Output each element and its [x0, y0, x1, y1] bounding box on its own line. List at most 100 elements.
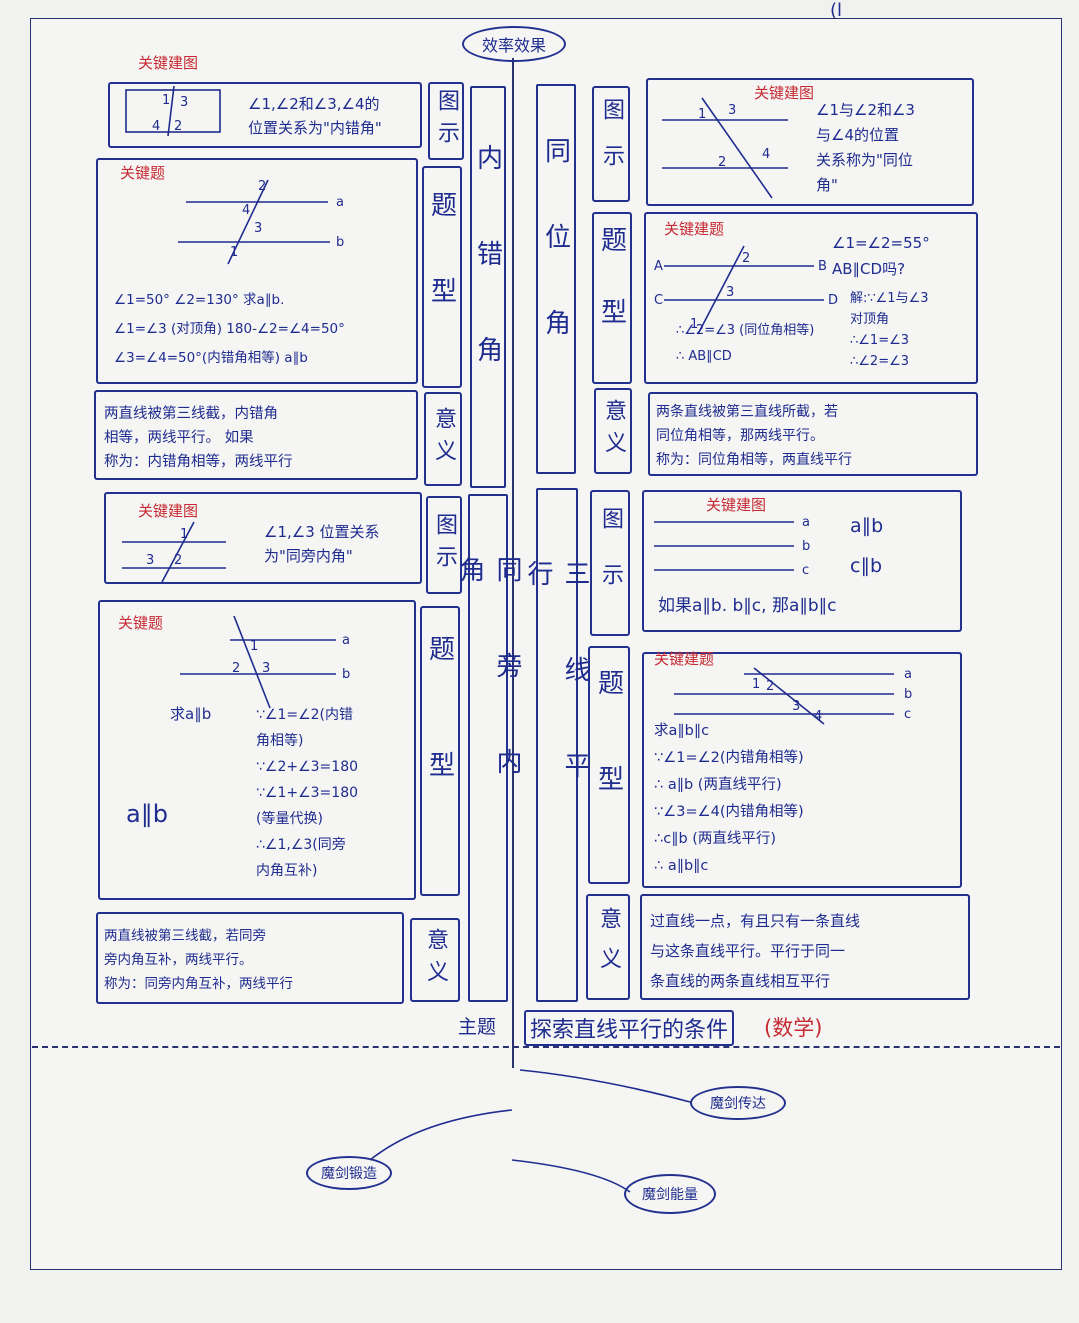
svg-text:3: 3 — [254, 221, 262, 236]
svg-text:1: 1 — [180, 527, 188, 542]
svg-text:3: 3 — [146, 553, 154, 568]
key-question-label: 关键题 — [118, 614, 164, 632]
key-diagram-label: 关键建图 — [754, 84, 815, 102]
svg-text:a: a — [802, 515, 810, 530]
corr-question-given: ∠1=∠2=55° AB∥CD吗? — [832, 234, 930, 278]
corr-meaning-text: 两条直线被第三直线所截，若 同位角相等，那两线平行。 称为：同位角相等，两直线平… — [656, 404, 852, 468]
theme-subject: (数学) — [764, 1016, 823, 1040]
tag-meaning: 意义 — [410, 918, 460, 1002]
corr-question-solve: 解:∵∠1与∠3 对顶角 ∴∠1=∠3 ∴∠2=∠3 — [850, 291, 929, 369]
three-question-solution: 求a∥b∥c ∵∠1=∠2(内错角相等) ∴ a∥b (两直线平行) ∵∠3=∠… — [654, 723, 804, 874]
svg-text:b: b — [802, 539, 810, 554]
co-question-figure: 1 2 3 a b — [180, 615, 350, 709]
svg-text:4: 4 — [814, 709, 822, 724]
co-diagram-box: 关键建图 1 3 2 ∠1,∠3 位置关系 为"同旁内角" — [104, 492, 422, 584]
theme-title: 探索直线平行的条件 — [524, 1010, 735, 1046]
tag-question: 题型 — [420, 606, 460, 896]
theme-divider — [32, 1046, 1060, 1048]
svg-text:a: a — [904, 667, 912, 682]
svg-text:2: 2 — [174, 119, 182, 134]
three-meaning-box: 过直线一点，有且只有一条直线 与这条直线平行。平行于同一 条直线的两条直线相互平… — [640, 894, 970, 1000]
svg-text:3: 3 — [792, 699, 800, 714]
svg-text:1: 1 — [230, 245, 238, 260]
svg-text:4: 4 — [152, 119, 160, 134]
svg-text:3: 3 — [262, 661, 270, 676]
corr-diagram-text: ∠1与∠2和∠3 与∠4的位置 关系称为"同位 角" — [816, 101, 915, 194]
corr-angle-figure: 1 3 2 4 — [662, 97, 788, 199]
three-lines-figure: a b c — [654, 515, 810, 578]
tag-meaning: 意义 — [594, 388, 632, 474]
column-corresponding-angles: 同位角 — [536, 84, 576, 474]
corr-question-proof: ∴∠2=∠3 (同位角相等) ∴ AB∥CD — [676, 323, 815, 364]
svg-text:2: 2 — [232, 661, 240, 676]
svg-text:2: 2 — [258, 179, 266, 194]
svg-text:c: c — [904, 707, 911, 722]
tag-diagram: 图示 — [592, 86, 630, 202]
column-alternate-angles: 内错角 — [470, 86, 506, 488]
branch-node: 魔剑传达 — [690, 1086, 786, 1120]
svg-text:b: b — [336, 235, 344, 250]
corr-question-box: 关键建题 A B C D 1 2 3 ∠1=∠2=55° AB∥CD吗? 解:∵… — [644, 212, 978, 384]
svg-text:3: 3 — [728, 103, 736, 118]
co-question-ask: 求a∥b — [170, 705, 212, 723]
co-question-proof: ∵∠1=∠2(内错 角相等) ∵∠2+∠3=180 ∵∠1+∠3=180 (等量… — [256, 707, 359, 879]
three-question-box: 关键建题 1 2 3 4 a b c 求a∥b∥c ∵∠1=∠2(内错角相等) … — [642, 650, 962, 888]
key-diagram-label: 关键建图 — [706, 496, 767, 514]
tag-diagram: 图示 — [426, 496, 462, 594]
svg-text:1: 1 — [752, 677, 760, 692]
corr-question-figure: A B C D 1 2 3 — [654, 245, 838, 335]
alt-meaning-box: 两直线被第三线截，内错角 相等，两线平行。 如果 称为：内错角相等，两线平行 — [94, 390, 418, 480]
svg-text:2: 2 — [174, 553, 182, 568]
svg-text:2: 2 — [742, 251, 750, 266]
alt-question-figure: 2 4 3 1 a b — [178, 179, 344, 265]
tag-question: 题型 — [592, 212, 632, 384]
tag-diagram: 图示 — [590, 490, 630, 636]
svg-text:a: a — [342, 633, 350, 648]
theme-prefix: 主题 — [458, 1016, 497, 1038]
svg-text:C: C — [654, 293, 663, 308]
tag-meaning: 意义 — [586, 894, 630, 1000]
co-meaning-text: 两直线被第三线截，若同旁 旁内角互补，两线平行。 称为：同旁内角互补，两线平行 — [104, 928, 293, 992]
key-diagram-label: 关键建图 — [138, 54, 199, 72]
svg-text:c: c — [802, 563, 809, 578]
corr-meaning-box: 两条直线被第三直线所截，若 同位角相等，那两线平行。 称为：同位角相等，两直线平… — [648, 392, 978, 476]
alt-question-box: 关键题 2 4 3 1 a b ∠1=50° ∠2=130° 求a∥b. ∠1=… — [96, 158, 418, 384]
co-angle-figure: 1 3 2 — [122, 521, 226, 583]
key-diagram-label: 关键建图 — [138, 502, 199, 520]
svg-text:2: 2 — [718, 155, 726, 170]
key-question-label: 关键建题 — [654, 650, 715, 668]
three-meaning-text: 过直线一点，有且只有一条直线 与这条直线平行。平行于同一 条直线的两条直线相互平… — [650, 912, 861, 990]
svg-text:a: a — [336, 195, 344, 210]
svg-text:4: 4 — [762, 147, 770, 162]
svg-text:B: B — [818, 259, 827, 274]
svg-text:4: 4 — [242, 203, 250, 218]
three-diagram-text: 如果a∥b. b∥c, 那a∥b∥c — [658, 596, 837, 616]
three-question-figure: 1 2 3 4 a b c — [674, 667, 912, 725]
mindmap-spine — [512, 58, 514, 1068]
alt-diagram-text: ∠1,∠2和∠3,∠4的 位置关系为"内错角" — [248, 95, 382, 137]
svg-text:b: b — [342, 667, 350, 682]
svg-text:b: b — [904, 687, 912, 702]
tag-question: 题型 — [422, 166, 462, 388]
alt-diagram-box: 关键建图 1 3 4 2 ∠1,∠2和∠3,∠4的 位置关系为"内错角" — [108, 54, 422, 148]
paper-sheet — [30, 18, 1062, 1270]
co-meaning-box: 两直线被第三线截，若同旁 旁内角互补，两线平行。 称为：同旁内角互补，两线平行 — [96, 912, 404, 1004]
corr-diagram-box: 关键建图 1 3 2 4 ∠1与∠2和∠3 与∠4的位置 关系称为"同位 角" — [646, 78, 974, 206]
svg-text:3: 3 — [726, 285, 734, 300]
co-diagram-text: ∠1,∠3 位置关系 为"同旁内角" — [264, 523, 380, 565]
tag-question: 题型 — [588, 646, 630, 884]
svg-text:A: A — [654, 259, 663, 274]
key-question-label: 关键题 — [120, 164, 166, 182]
key-question-label: 关键建题 — [664, 220, 725, 238]
svg-text:1: 1 — [690, 317, 698, 332]
alt-meaning-text: 两直线被第三线截，内错角 相等，两线平行。 如果 称为：内错角相等，两线平行 — [104, 406, 293, 470]
alt-angle-figure: 1 3 4 2 — [125, 85, 221, 137]
branch-node: 魔剑锻造 — [306, 1156, 392, 1190]
top-title: 效率效果 — [462, 26, 566, 62]
svg-text:D: D — [828, 293, 838, 308]
svg-text:1: 1 — [698, 107, 706, 122]
corner-mark: (l — [830, 0, 843, 21]
tag-meaning: 意义 — [424, 392, 462, 486]
co-question-box: 关键题 1 2 3 a b 求a∥b ∵∠1=∠2(内错 角相等) ∵∠2+∠3… — [98, 600, 416, 900]
